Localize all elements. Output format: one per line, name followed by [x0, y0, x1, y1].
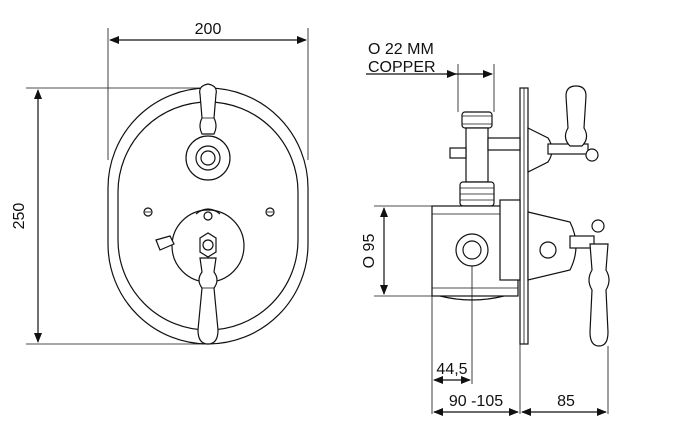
lower-lever-side-icon: [588, 243, 610, 347]
width-label: 200: [195, 21, 222, 38]
thermostat-lever-icon: [197, 257, 219, 345]
side-view: O 22 MM COPPER: [361, 41, 610, 416]
lower-handle-knob: [591, 219, 605, 233]
screw-right-icon: [265, 207, 275, 217]
front-view: 200 250: [11, 21, 309, 345]
thermostatic-control: [155, 208, 245, 345]
screw-left-icon: [143, 207, 153, 217]
diverter-escutcheon: [185, 135, 231, 181]
body-bracket: [499, 199, 521, 281]
height-label: 250: [11, 203, 28, 230]
diverter-spindle: [200, 150, 216, 166]
offset-label: 44,5: [436, 361, 467, 378]
diverter-lever-icon: [199, 83, 217, 135]
safety-button-icon: [155, 235, 175, 251]
inlet-port-inner: [462, 240, 482, 260]
thermostat-body-side: [431, 199, 521, 301]
lower-spindle-cap: [539, 241, 557, 259]
thermostat-hex-nut: [199, 232, 217, 258]
lower-handle-side: [527, 211, 610, 347]
upper-valve-body: [465, 127, 489, 183]
depth-label: 90 -105: [449, 393, 503, 410]
upper-nut: [461, 111, 493, 129]
upper-spindle-tube: [487, 137, 521, 151]
pipe-note-line1: O 22 MM: [368, 41, 434, 58]
lower-handle-stem: [569, 235, 595, 249]
upper-handle-side: [527, 85, 599, 173]
diverter-ring: [195, 145, 221, 171]
diverter-control: [185, 83, 231, 181]
upper-handle-knob: [585, 148, 599, 162]
diameter-label: O 95: [361, 234, 378, 269]
handle-label: 85: [557, 393, 575, 410]
upper-lever-side-icon: [564, 85, 588, 147]
thermostat-spindle: [202, 239, 214, 251]
thermostat-cap-dot: [203, 211, 213, 221]
upper-side-port: [449, 147, 467, 159]
upper-pipe-fitting: [449, 111, 521, 207]
pipe-note-line2: COPPER: [368, 59, 436, 76]
thermostat-cap-arc: [195, 208, 221, 215]
